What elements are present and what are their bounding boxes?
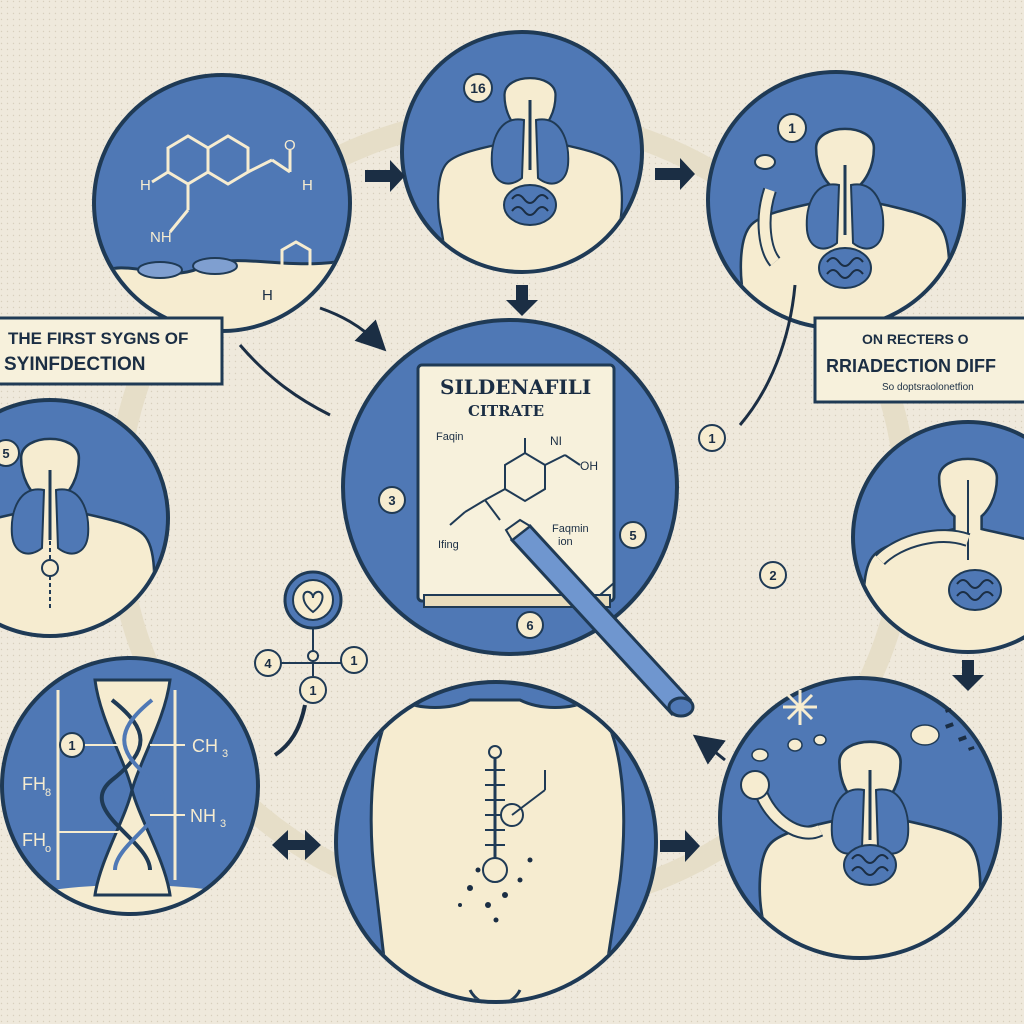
dna-label-fh-top: FH [22, 774, 46, 794]
number-doc-right: 5 [629, 528, 636, 543]
dna-circle: 1 CH 3 NH 3 FH 8 FH o [0, 656, 260, 916]
top-center-body-circle: 16 [400, 30, 644, 274]
left-banner: THE FIRST SYGNS OF SYINFDECTION [0, 316, 224, 386]
right-mid-body-circle [851, 420, 1024, 654]
atom-h-left: H [140, 177, 151, 194]
spark-icon [783, 690, 817, 725]
atom-o: O [284, 137, 296, 154]
document-note-right-line1: Faqmin [552, 523, 589, 535]
right-banner-line3: So doptsraolonetfion [882, 382, 974, 393]
number-top-center: 16 [470, 80, 486, 96]
document-card [416, 363, 616, 608]
number-top-right: 1 [788, 120, 796, 136]
atom-nh: NH [150, 229, 172, 246]
bottom-center-body-circle [334, 680, 658, 1004]
dna-label-fh-bottom-sub: o [45, 843, 51, 855]
number-right-mid-b: 2 [769, 568, 776, 583]
number-doc-left: 3 [388, 493, 395, 508]
document-atom-oh: OH [580, 459, 598, 473]
dna-label-ch: CH [192, 736, 218, 756]
right-banner-line1: ON RECTERS O [862, 331, 969, 347]
flow-arrows [238, 158, 984, 862]
document-title-line1: SILDENAFILI [440, 375, 591, 399]
atom-h-right: H [302, 177, 313, 194]
bottom-right-body-circle [718, 676, 1002, 960]
pill-icon [754, 154, 776, 170]
arrow-right-icon [365, 160, 405, 192]
number-dna-badge: 1 [68, 738, 75, 753]
hourglass [93, 678, 172, 897]
arrow-down-icon [506, 285, 538, 316]
pen-icon [504, 518, 695, 718]
number-right-mid-a: 1 [708, 431, 715, 446]
dna-label-nh: NH [190, 806, 216, 826]
arrow-right-icon [660, 830, 700, 862]
right-banner-line2: RRIADECTION DIFF [826, 356, 996, 376]
molecule-structure [151, 134, 312, 281]
dna-label-nh-sub: 3 [220, 818, 226, 830]
left-body-circle: 5 [0, 398, 170, 638]
arrow-right-icon [655, 158, 695, 190]
number-tree-left: 4 [264, 656, 272, 671]
document-title-line2: CITRATE [468, 402, 544, 420]
number-doc-bottom: 6 [526, 618, 533, 633]
right-banner: ON RECTERS O RRIADECTION DIFF So doptsra… [813, 316, 1024, 404]
document-note-right-line2: ion [558, 536, 573, 548]
document-note-left-bottom: Ifing [438, 539, 459, 551]
atom-h-bottom: H [262, 287, 273, 304]
number-tree-mid: 1 [309, 683, 316, 698]
intestines-icon [503, 184, 557, 226]
center-document-circle: SILDENAFILI CITRATE Faqin Ifing Faqmin i… [341, 318, 679, 656]
document-atom-nh: NI [550, 434, 562, 448]
number-left-mid: 5 [2, 446, 9, 461]
arrow-down-icon [952, 660, 984, 691]
number-tree-right: 1 [350, 653, 357, 668]
dna-label-fh-top-sub: 8 [45, 787, 51, 799]
left-banner-line1: THE FIRST SYGNS OF [8, 329, 188, 348]
top-right-body-circle: 1 [706, 70, 966, 330]
left-banner-line2: SYINFDECTION [4, 354, 145, 375]
heart-icon [302, 590, 324, 614]
dna-label-fh-bottom: FH [22, 830, 46, 850]
arrow-left-right-icon [272, 830, 321, 860]
dna-label-ch-sub: 3 [222, 748, 228, 760]
document-note-left-top: Faqin [436, 431, 464, 443]
heart-tree: 4 1 1 [254, 570, 368, 757]
